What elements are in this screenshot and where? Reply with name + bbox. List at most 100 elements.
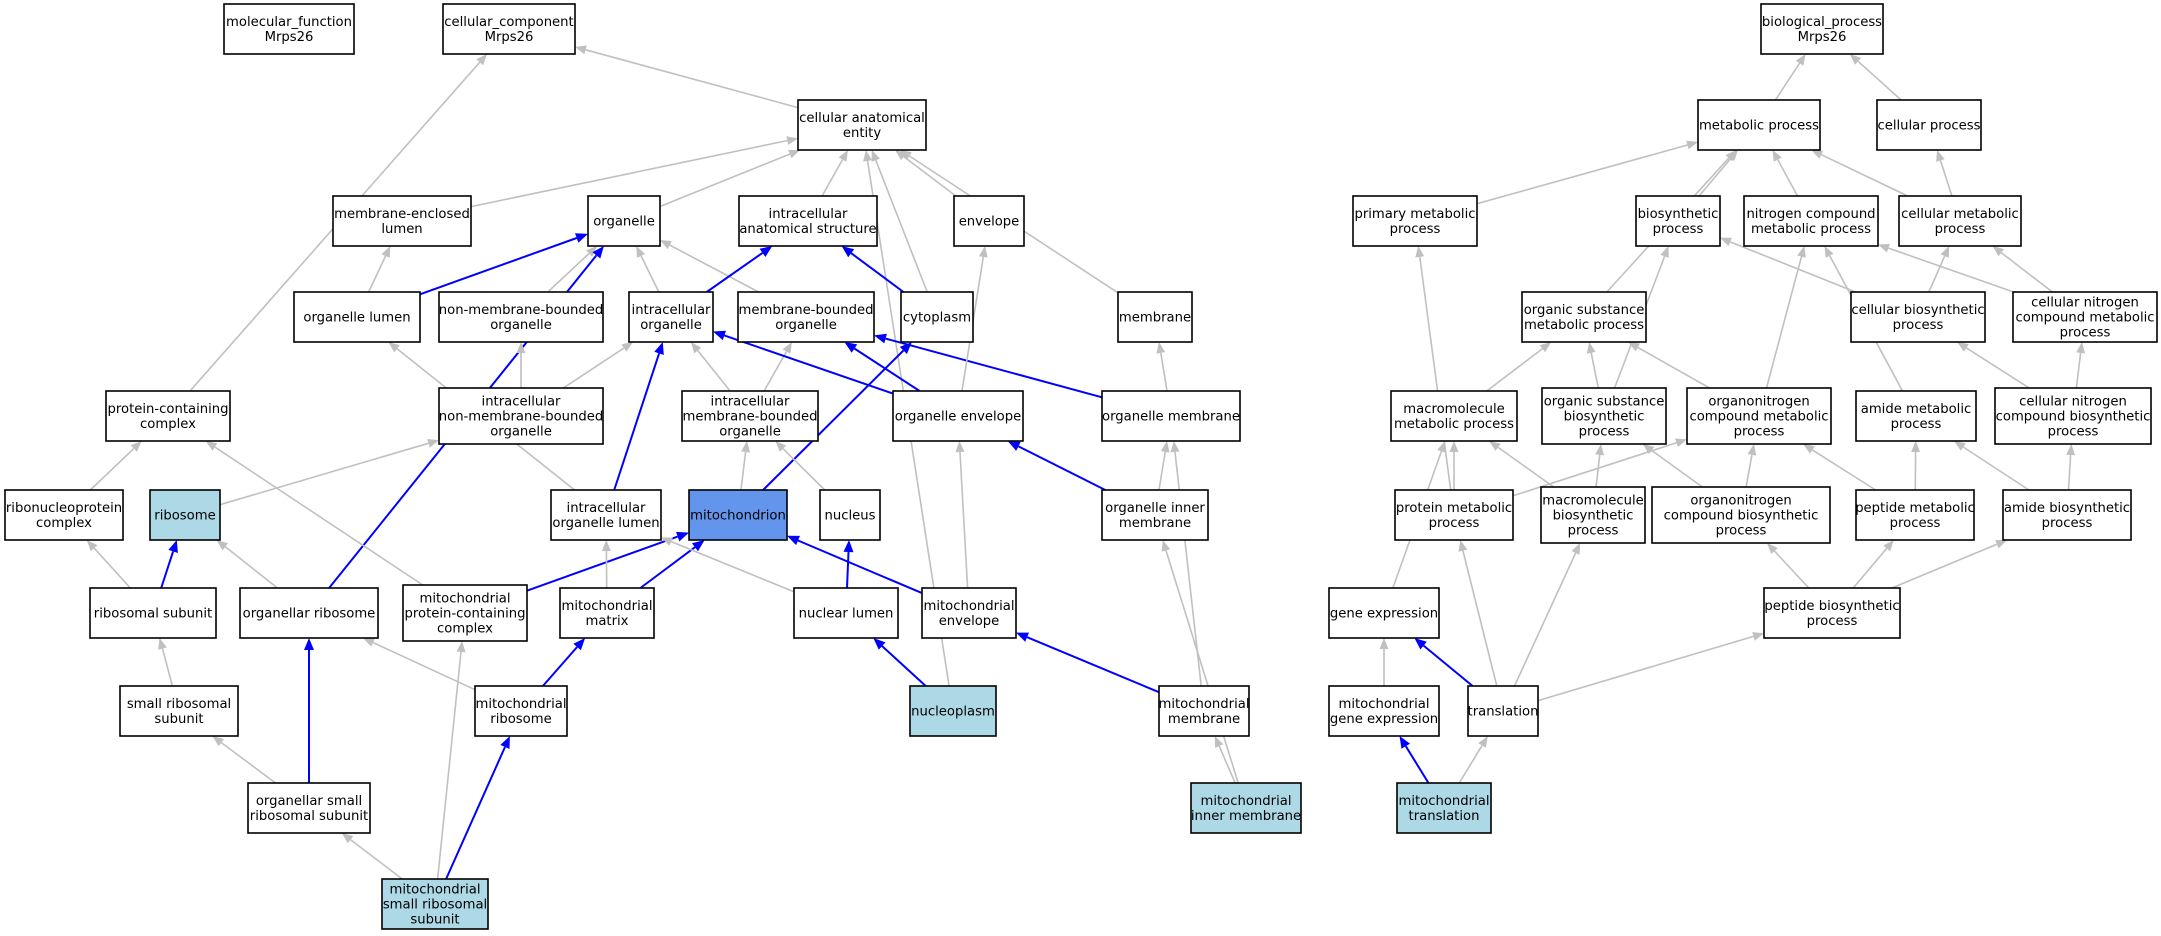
- go-term-box-macro_mp[interactable]: [1390, 390, 1518, 442]
- go-term-box-nmbo[interactable]: [438, 291, 604, 343]
- go-term-box-osmp[interactable]: [1521, 291, 1647, 343]
- go-term-box-org_mem[interactable]: [1101, 390, 1241, 442]
- go-term-box-org_rib[interactable]: [239, 587, 379, 639]
- go-term-box-envelope[interactable]: [953, 195, 1025, 247]
- go-term-box-rib_sub[interactable]: [89, 587, 217, 639]
- go-term-node-nucleoplasm[interactable]: nucleoplasm: [909, 685, 997, 737]
- go-term-box-iol[interactable]: [550, 489, 662, 541]
- go-term-node-organelle[interactable]: organelle: [587, 195, 661, 247]
- go-term-box-biosyn[interactable]: [1635, 195, 1721, 247]
- go-term-box-cbp[interactable]: [1850, 291, 1986, 343]
- go-term-box-nuc_lumen[interactable]: [793, 587, 899, 639]
- go-term-box-cae[interactable]: [797, 99, 927, 151]
- go-term-box-msrs[interactable]: [381, 878, 489, 930]
- go-term-node-rib_sub[interactable]: ribosomal subunit: [89, 587, 217, 639]
- go-term-box-oim[interactable]: [1101, 489, 1209, 541]
- go-term-box-pmp[interactable]: [1352, 195, 1478, 247]
- go-term-box-macro_bp[interactable]: [1540, 486, 1646, 544]
- go-term-box-inmbo[interactable]: [438, 387, 604, 445]
- go-term-box-cncbp[interactable]: [1994, 387, 2152, 445]
- go-term-box-ncmp[interactable]: [1743, 195, 1879, 247]
- go-term-box-prot_mp[interactable]: [1394, 489, 1514, 541]
- go-term-box-mpcc[interactable]: [402, 584, 528, 642]
- go-term-box-abp[interactable]: [2002, 489, 2132, 541]
- go-term-box-mrib[interactable]: [474, 685, 568, 737]
- go-term-box-pbp[interactable]: [1763, 587, 1901, 639]
- go-term-node-nucleus[interactable]: nucleus: [819, 489, 881, 541]
- go-term-box-org_lumen[interactable]: [293, 291, 421, 343]
- go-term-node-membrane[interactable]: membrane: [1117, 291, 1193, 343]
- go-term-box-cmp[interactable]: [1898, 195, 2022, 247]
- go-term-box-mf_root[interactable]: [223, 3, 355, 55]
- go-term-box-cc_root[interactable]: [442, 3, 576, 55]
- go-term-box-pcc[interactable]: [105, 390, 231, 442]
- go-term-box-mge[interactable]: [1328, 685, 1440, 737]
- go-term-node-gene_expr[interactable]: gene expression: [1328, 587, 1440, 639]
- go-term-box-ocmp[interactable]: [1686, 387, 1832, 445]
- go-term-box-mmatrix[interactable]: [559, 587, 655, 639]
- go-term-node-nuc_lumen[interactable]: nuclear lumen: [793, 587, 899, 639]
- go-term-box-org_env[interactable]: [892, 390, 1024, 442]
- go-term-node-envelope[interactable]: envelope: [953, 195, 1025, 247]
- go-term-box-cell_proc[interactable]: [1876, 99, 1982, 151]
- go-term-box-io[interactable]: [628, 291, 714, 343]
- go-term-box-pep_mp[interactable]: [1855, 489, 1975, 541]
- go-term-box-mel[interactable]: [332, 195, 472, 247]
- go-term-box-mbo[interactable]: [737, 291, 875, 343]
- go-term-box-amp[interactable]: [1855, 390, 1977, 442]
- go-term-box-gene_expr[interactable]: [1328, 587, 1440, 639]
- go-term-box-organelle[interactable]: [587, 195, 661, 247]
- go-term-box-osrs[interactable]: [247, 782, 371, 834]
- go-term-box-osbp[interactable]: [1541, 387, 1667, 445]
- go-term-box-bp_root[interactable]: [1760, 3, 1884, 55]
- go-term-node-org_lumen[interactable]: organelle lumen: [293, 291, 421, 343]
- go-term-node-metab[interactable]: metabolic process: [1697, 99, 1821, 151]
- go-term-node-cytoplasm[interactable]: cytoplasm: [900, 291, 974, 343]
- go-term-box-ocbp[interactable]: [1651, 486, 1831, 544]
- go-term-node-mito[interactable]: mitochondrion: [688, 489, 788, 541]
- go-term-node-org_mem[interactable]: organelle membrane: [1101, 390, 1241, 442]
- go-term-box-srs[interactable]: [119, 685, 239, 737]
- go-term-box-ias[interactable]: [738, 195, 878, 247]
- go-term-box-mmem[interactable]: [1158, 685, 1250, 737]
- go-term-box-nucleoplasm[interactable]: [909, 685, 997, 737]
- go-term-node-translation[interactable]: translation: [1467, 685, 1539, 737]
